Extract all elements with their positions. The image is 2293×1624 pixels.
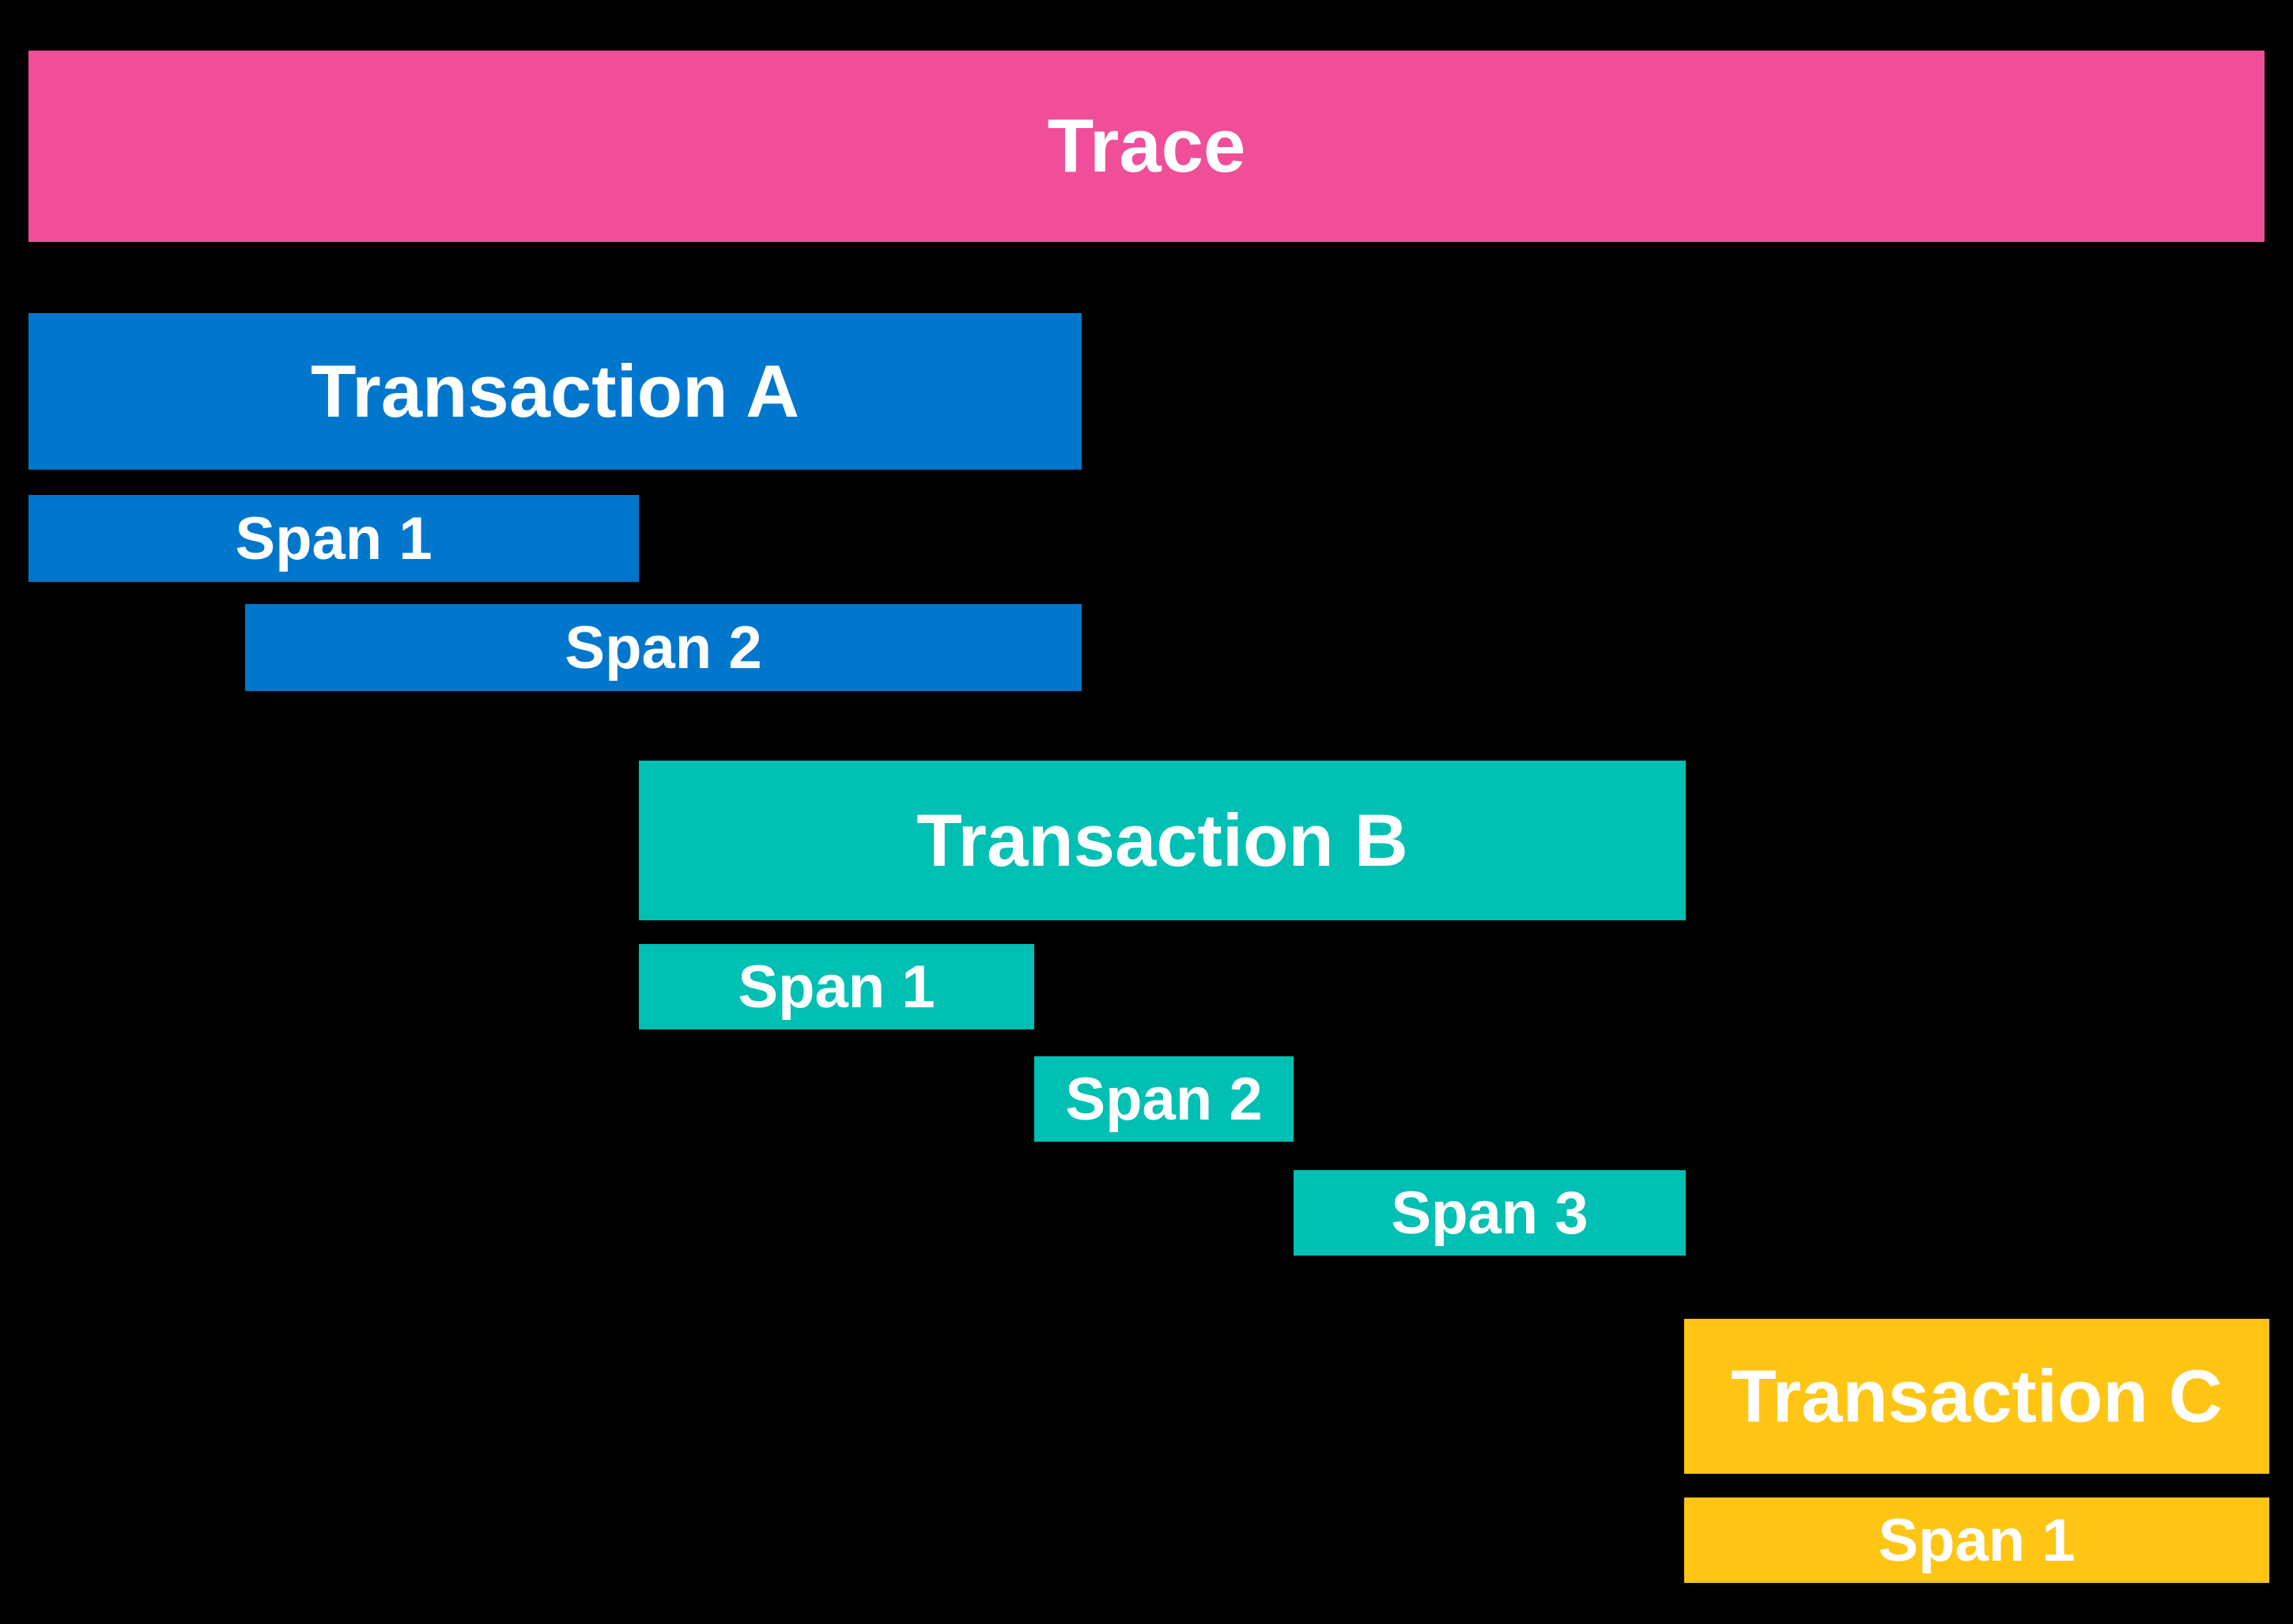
transaction-c-span-1-bar: Span 1 (1684, 1497, 2269, 1583)
transaction-a-span-1-bar: Span 1 (28, 495, 639, 582)
transaction-a-span-2-bar: Span 2 (245, 604, 1082, 691)
transaction-b-span-1-bar: Span 1 (639, 944, 1034, 1029)
transaction-b-bar: Transaction B (639, 761, 1686, 920)
transaction-a-bar: Transaction A (28, 313, 1082, 470)
transaction-b-span-2-bar: Span 2 (1034, 1056, 1294, 1142)
transaction-b-span-3-bar: Span 3 (1294, 1170, 1686, 1256)
trace-bar: Trace (28, 51, 2265, 242)
transaction-c-bar: Transaction C (1684, 1319, 2269, 1474)
